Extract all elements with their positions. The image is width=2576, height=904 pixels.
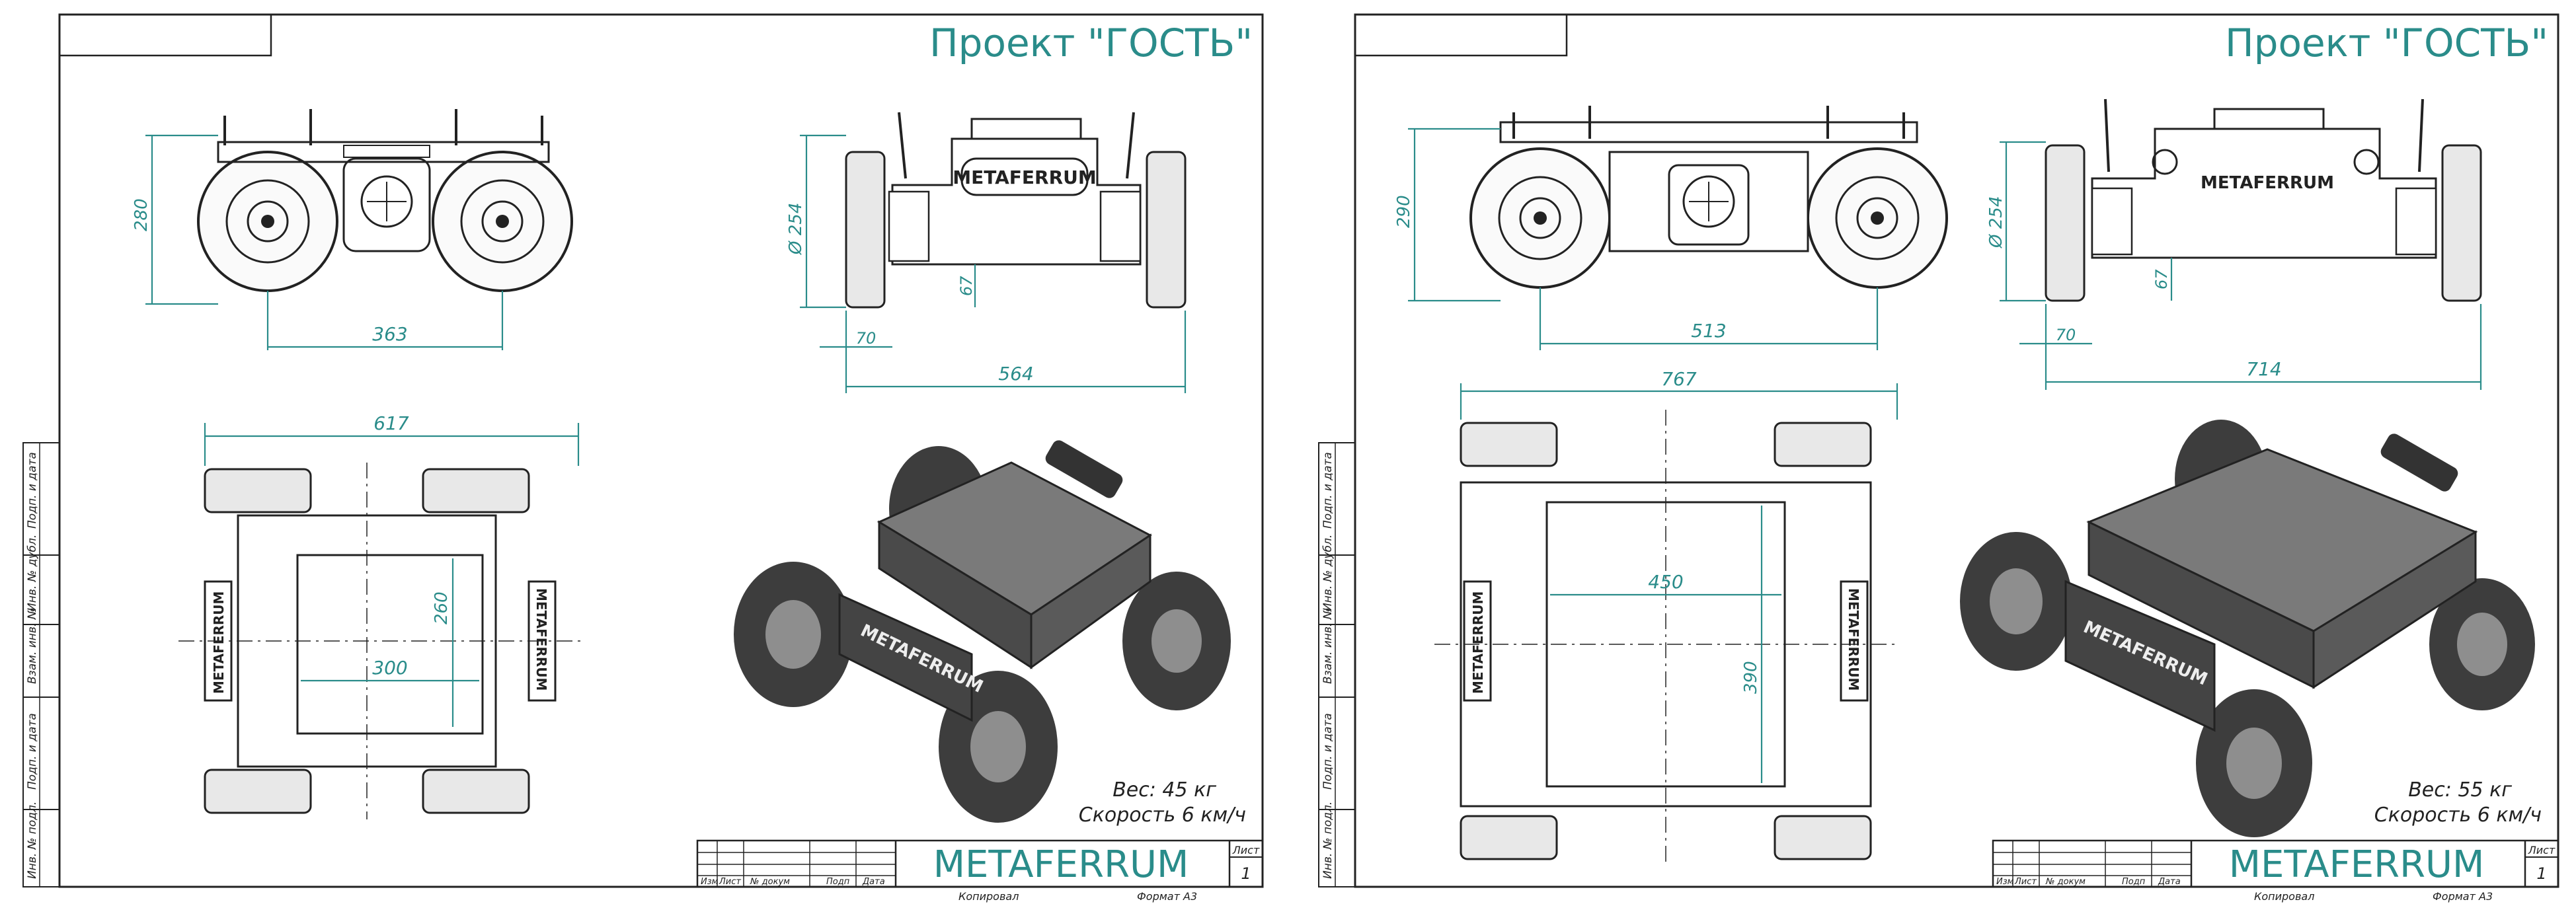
side-label-4: Подп. и дата (1321, 713, 1335, 790)
project-title: Проект "ГОСТЬ" (2225, 20, 2548, 65)
stamp-col-3: № докум (750, 877, 790, 887)
spec-weight: Вес: 45 кг (1112, 778, 1216, 802)
dim-track: 70 (856, 329, 877, 348)
side-label-5: Инв. № подл. (1321, 802, 1335, 879)
iso-view: METAFERRUM (734, 440, 1231, 823)
stamp-col-4: Подп (826, 877, 850, 887)
stamp-col-3: № докум (2045, 877, 2086, 887)
stamp-col-1: Изм (701, 877, 719, 887)
spec-weight: Вес: 55 кг (2408, 778, 2512, 802)
dim-length: 617 (373, 412, 409, 434)
spec-speed: Скорость 6 км/ч (2374, 804, 2542, 827)
stamp-col-2: Лист (719, 877, 741, 887)
side-strip (1318, 442, 1356, 887)
side-view: METAFERRUM (845, 112, 1187, 309)
dim-plate-l: 300 (372, 657, 407, 679)
corner-box (58, 13, 272, 57)
dim-height: 290 (1394, 195, 1414, 228)
top-brand-right: METAFERRUM (1846, 588, 1861, 691)
drawing-sheet-2: Подп. и дата Инв. № дубл. Взам. инв. № П… (1296, 0, 2576, 904)
sheet-2-canvas: Подп. и дата Инв. № дубл. Взам. инв. № П… (1318, 13, 2559, 903)
dim-height: 280 (132, 198, 151, 231)
dim-length: 767 (1661, 368, 1697, 390)
side-label-3: Взам. инв. № (26, 608, 39, 684)
sheet-1-canvas: Подп. и дата Инв. № дубл. Взам. инв. № П… (22, 13, 1264, 903)
title-block: Изм Лист № докум Подп Дата METAFERRUM Ли… (696, 839, 1264, 888)
dim-wheelbase: 513 (1691, 320, 1726, 342)
front-view (1469, 106, 1948, 289)
stamp-col-5: Дата (862, 877, 885, 887)
title-block: Изм Лист № докум Подп Дата METAFERRUM Ли… (1992, 839, 2559, 888)
dim-diameter: Ø 254 (1986, 196, 2006, 248)
corner-box (1354, 13, 1568, 57)
side-label-1: Подп. и дата (1321, 452, 1335, 529)
side-label-2: Инв. № дубл. (26, 535, 39, 611)
track-left (845, 151, 886, 309)
stamp-list-label: Лист (2528, 844, 2556, 856)
side-strip (22, 442, 60, 887)
stamp-sheet-number: 1 (2536, 864, 2546, 883)
top-view: METAFERRUM METAFERRUM (178, 463, 582, 819)
side-label-1: Подп. и дата (26, 452, 39, 529)
iso-view: METAFERRUM (1960, 420, 2535, 837)
drawing-sheet-1: Подп. и дата Инв. № дубл. Взам. инв. № П… (22, 13, 1264, 903)
side-label-5: Инв. № подл. (26, 802, 39, 879)
dim-plate-w: 260 (432, 591, 451, 624)
side-label-2: Инв. № дубл. (1321, 535, 1335, 611)
dim-wheelbase: 363 (372, 323, 407, 345)
format-label: Формат А3 (2433, 890, 2493, 903)
top-brand-left: METAFERRUM (1470, 591, 1486, 694)
stamp-col-2: Лист (2014, 877, 2037, 887)
light-bar (970, 118, 1082, 140)
project-title: Проект "ГОСТЬ" (929, 20, 1253, 65)
dim-clearance: 67 (957, 276, 976, 296)
stamp-list-label: Лист (1232, 844, 1260, 856)
dim-clearance: 67 (2152, 269, 2171, 289)
side-label-3: Взам. инв. № (1321, 608, 1335, 684)
stamp-logo: METAFERRUM (2229, 843, 2485, 886)
stamp-col-1: Изм (1996, 877, 2014, 887)
side-brand-label: METAFERRUM (953, 167, 1097, 188)
dim-width: 714 (2246, 358, 2281, 380)
copied-label: Копировал (958, 890, 1019, 903)
side-brand-label: METAFERRUM (2201, 173, 2334, 193)
top-view: METAFERRUM METAFERRUM (1434, 410, 1897, 866)
copied-label: Копировал (2254, 890, 2314, 903)
fan-icon (360, 175, 413, 228)
side-label-4: Подп. и дата (26, 713, 39, 790)
top-plate (296, 554, 484, 735)
dim-plate-w: 450 (1648, 571, 1683, 593)
fan-icon (1682, 175, 1735, 228)
track-right (1146, 151, 1187, 309)
stamp-logo: METAFERRUM (933, 843, 1189, 886)
dim-diameter: Ø 254 (786, 203, 806, 255)
spec-speed: Скорость 6 км/ч (1079, 804, 1246, 827)
format-label: Формат А3 (1137, 890, 1197, 903)
stamp-sheet-number: 1 (1241, 864, 1251, 883)
dim-width: 564 (998, 363, 1033, 385)
stamp-col-5: Дата (2158, 877, 2181, 887)
stamp-col-4: Подп (2122, 877, 2146, 887)
dim-plate-l: 390 (1741, 661, 1761, 694)
dim-track: 70 (2056, 326, 2076, 344)
front-view (197, 109, 573, 292)
top-brand-left: METAFERRUM (211, 591, 227, 694)
top-brand-right: METAFERRUM (533, 588, 549, 691)
side-view: METAFERRUM (2045, 98, 2482, 302)
